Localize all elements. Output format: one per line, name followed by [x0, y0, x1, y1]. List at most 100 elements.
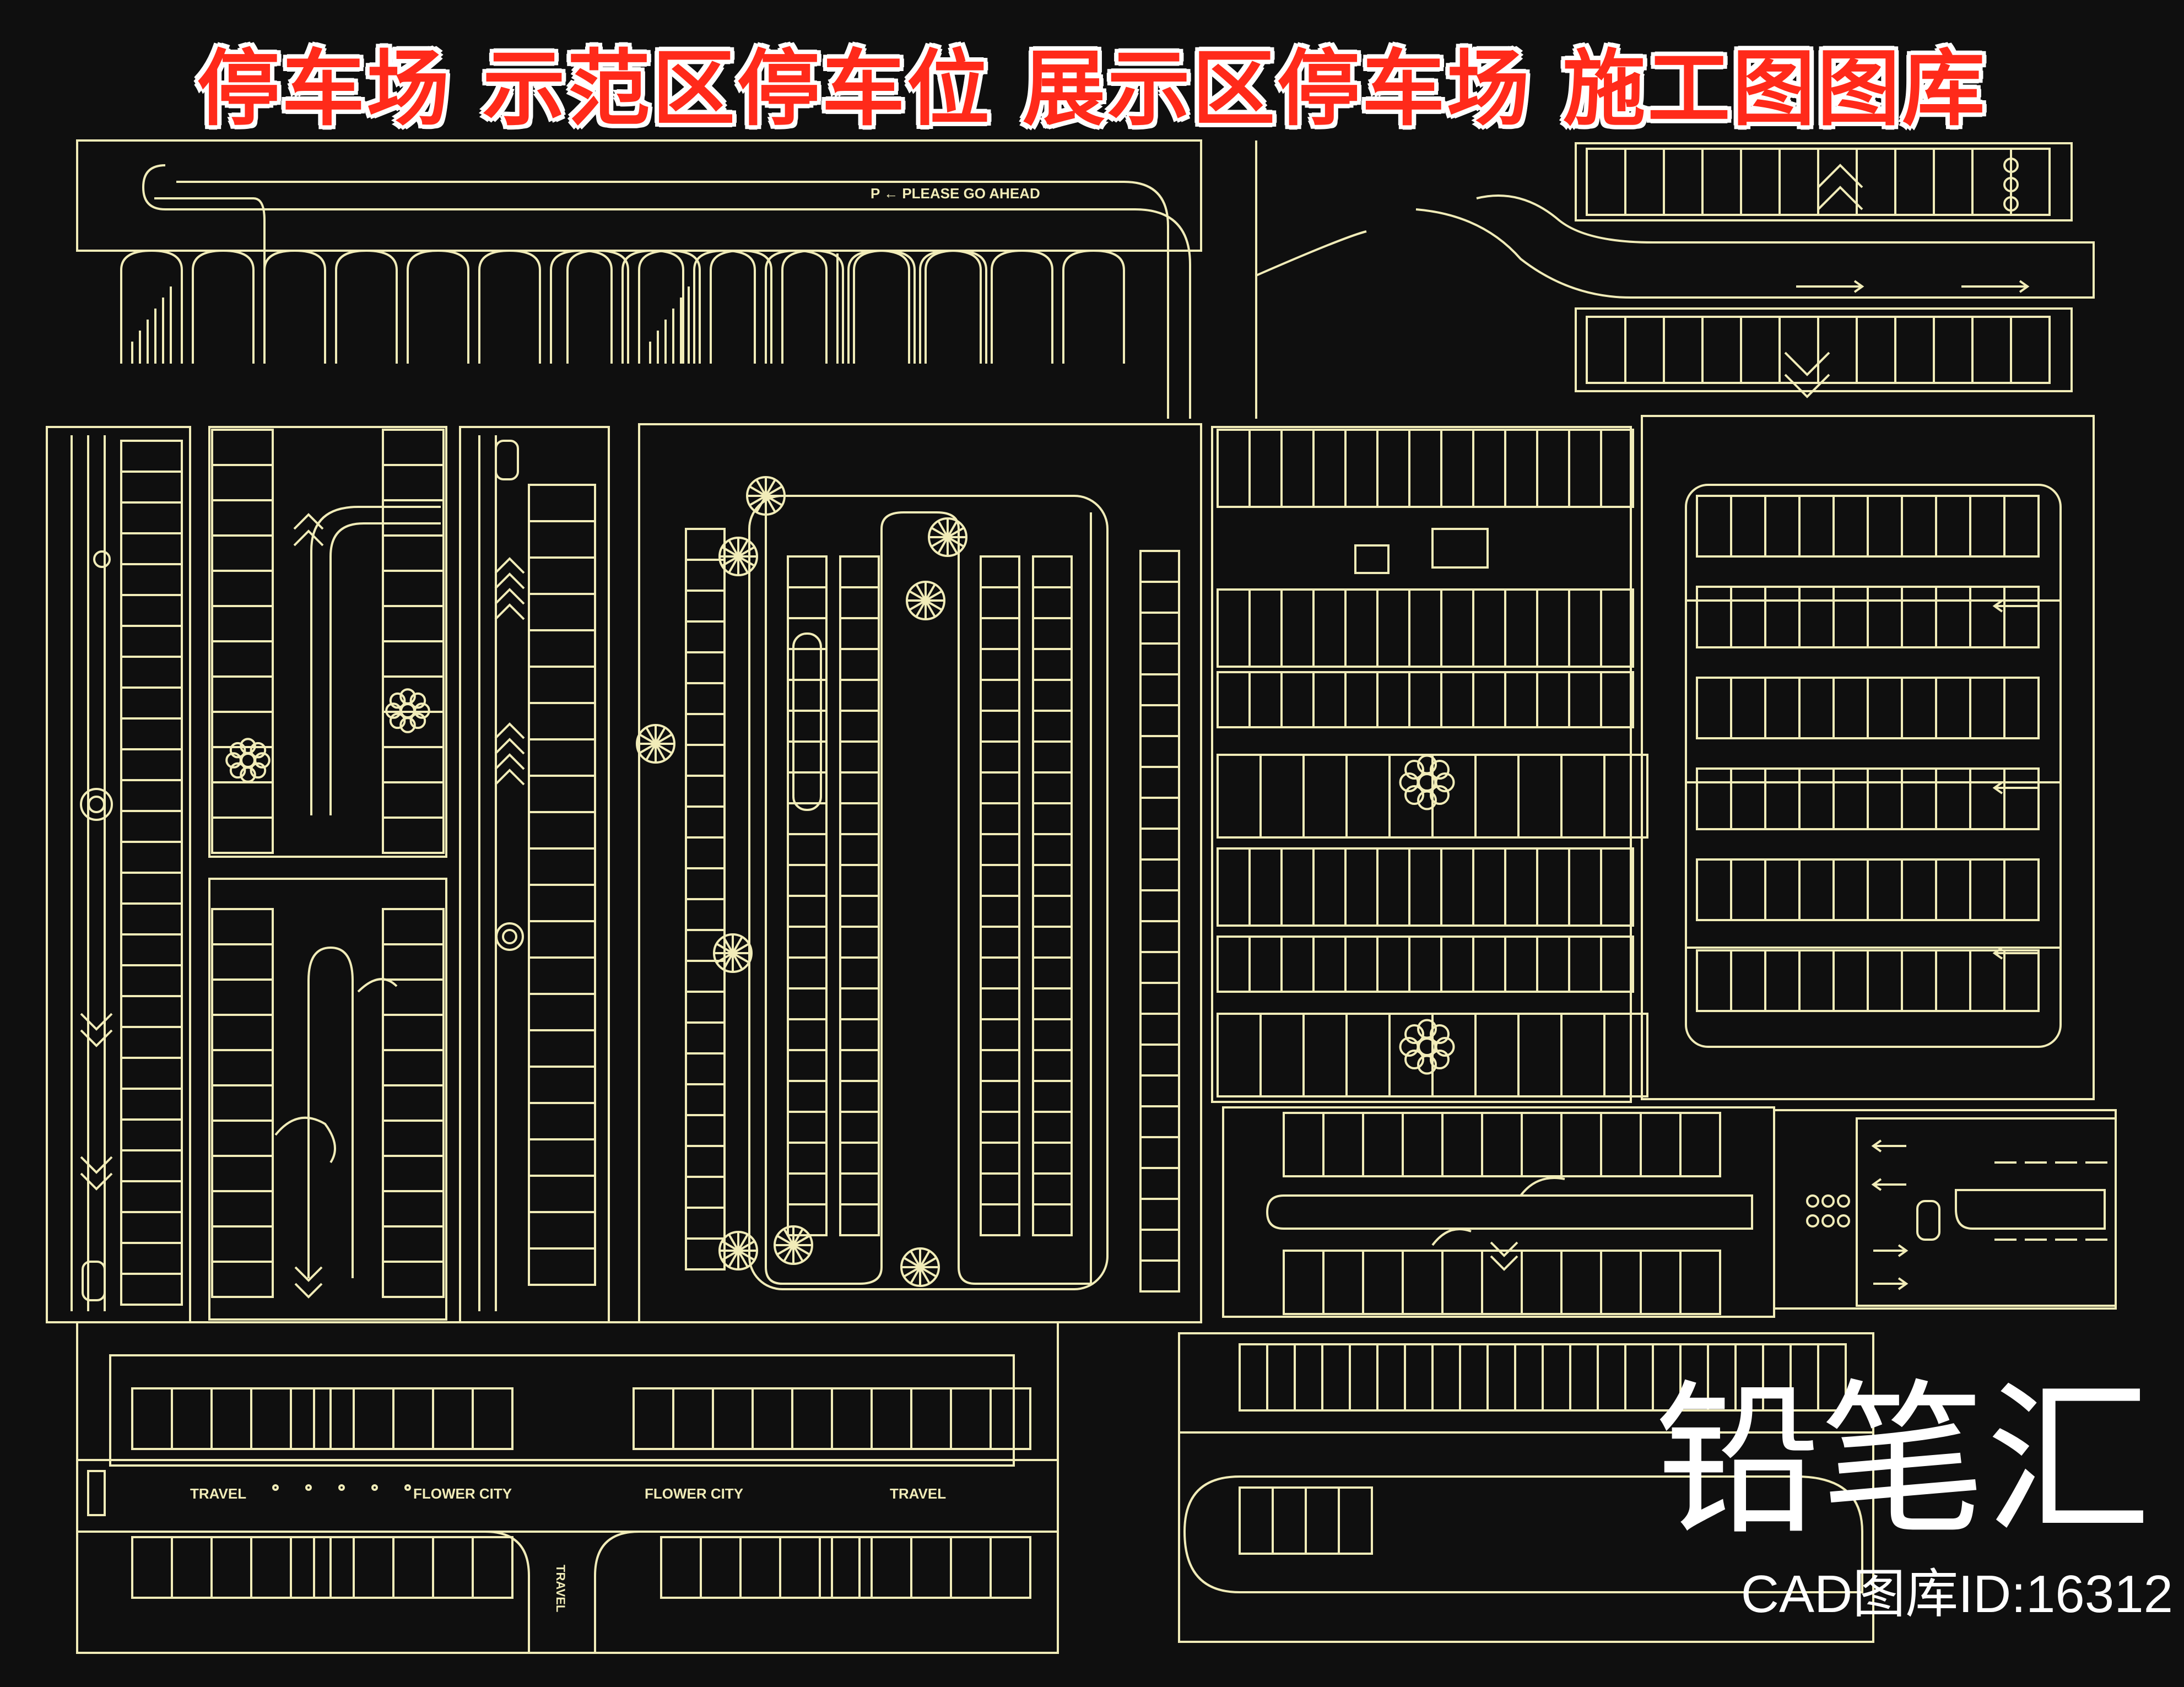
parking-bay [382, 499, 445, 537]
flower-icon [903, 1266, 921, 1278]
parking-bay [839, 895, 880, 928]
panel-l-dot [371, 1484, 378, 1491]
parking-bay [1536, 429, 1570, 508]
parking-bay [787, 833, 828, 866]
parking-bay [131, 1536, 173, 1599]
arrow-icon [1873, 1277, 1909, 1290]
parking-bay [839, 710, 880, 743]
parking-bay [528, 629, 596, 668]
parking-bay [382, 746, 445, 783]
parking-bay [1062, 249, 1125, 364]
parking-bay [1560, 1013, 1605, 1097]
parking-bay [1440, 429, 1474, 508]
parking-bay [1778, 148, 1819, 216]
parking-bay [1376, 847, 1410, 927]
parking-bay [120, 872, 183, 905]
parking-bay [1969, 495, 2005, 558]
parking-bay [1514, 1343, 1544, 1412]
parking-bay [1312, 936, 1347, 993]
parking-bay [1969, 858, 2005, 921]
parking-bay [1696, 858, 1732, 921]
parking-bay [1344, 671, 1378, 728]
parking-bay [910, 1387, 952, 1450]
panel-f-marker [502, 929, 517, 944]
parking-bay [313, 1387, 355, 1450]
flower-icon [931, 536, 949, 548]
parking-bay [765, 249, 828, 364]
flower-icon [716, 952, 734, 964]
flower-icon [225, 752, 242, 769]
parking-bay [1440, 588, 1474, 668]
parking-bay [382, 534, 445, 572]
flower-icon [783, 1228, 794, 1246]
flower-icon [909, 590, 927, 602]
parking-bay [1798, 949, 1835, 1012]
parking-bay [1935, 677, 1971, 739]
panel-k-bollard [1806, 1214, 1819, 1228]
parking-bay [1901, 858, 1937, 921]
parking-bay [1408, 671, 1442, 728]
panel-k-road [1856, 1117, 2117, 1307]
parking-bay [1139, 858, 1180, 891]
parking-bay [1798, 767, 1835, 830]
parking-bay [1764, 858, 1801, 921]
parking-bay [1408, 588, 1442, 668]
parking-bay [787, 1203, 828, 1236]
parking-bay [1624, 1343, 1654, 1412]
parking-bay [1032, 1203, 1073, 1236]
flower-icon [737, 546, 755, 558]
parking-bay [1764, 767, 1801, 830]
flower-icon [910, 1266, 921, 1284]
parking-bay [633, 1387, 674, 1450]
parking-bay [1730, 767, 1766, 830]
parking-bay [1139, 1013, 1180, 1046]
parking-bay [290, 1387, 332, 1450]
parking-bay [831, 1536, 873, 1599]
parking-bay [1481, 1250, 1523, 1315]
parking-bay [211, 1225, 274, 1263]
parking-bay [1217, 671, 1251, 728]
panel-c-frame [46, 426, 191, 1323]
parking-bay [980, 1049, 1020, 1082]
parking-bay [2003, 767, 2040, 830]
parking-bay [120, 594, 183, 627]
parking-bay [1139, 1259, 1180, 1293]
parking-bay [528, 1247, 596, 1286]
panel-f-frame [459, 426, 610, 1323]
parking-bay [839, 1018, 880, 1051]
parking-bay [1338, 1486, 1373, 1555]
parking-bay [1431, 1343, 1461, 1412]
parking-bay [1139, 797, 1180, 830]
flower-icon [732, 952, 750, 964]
parking-bay [528, 1102, 596, 1140]
parking-bay [382, 1261, 445, 1298]
parking-bay [980, 710, 1020, 743]
flower-icon [1435, 1037, 1455, 1057]
parking-bay [1867, 677, 1903, 739]
parking-bay [1032, 740, 1073, 774]
parking-bay [787, 1172, 828, 1205]
parking-bay [353, 1387, 394, 1450]
parking-bay [1474, 754, 1520, 839]
panel-j-frame [1222, 1106, 1775, 1318]
page-title: 停车场 示范区停车位 展示区停车场 施工图图库 [197, 41, 1987, 137]
parking-bay [528, 702, 596, 740]
car-icon [82, 1261, 106, 1301]
car-icon [1916, 1200, 1940, 1241]
parking-bay [980, 802, 1020, 835]
flower-icon [655, 727, 666, 745]
flower-icon [732, 952, 743, 970]
flower-icon [792, 1244, 804, 1262]
parking-bay [685, 713, 726, 746]
flower-icon [409, 712, 426, 729]
flower-icon [765, 495, 776, 513]
chevron-icon [294, 1266, 323, 1282]
arrow-icon [1871, 1139, 1906, 1153]
parking-bay [1971, 316, 2012, 384]
parking-bay [1388, 754, 1434, 839]
parking-bay [211, 534, 274, 572]
parking-bay [1696, 586, 1732, 648]
flower-icon [716, 943, 734, 954]
panel-c-marker [88, 796, 105, 813]
